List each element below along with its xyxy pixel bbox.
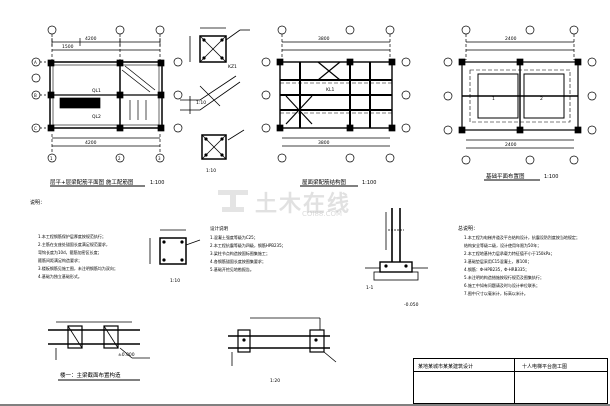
axis-c-label: C (34, 126, 37, 131)
title-block-right-text: 十人电梯平台施工图 (522, 364, 568, 370)
bottom-left-elev: ±0.000 (118, 352, 135, 358)
plan-b-dim-bottom: 3800 (318, 140, 330, 146)
title-block-row-line (414, 371, 607, 372)
plan-a-title: 层平+层梁配筋平面图 施工配筋图 (50, 178, 134, 186)
plan-a-beam-ql1: QL1 (92, 88, 101, 94)
plan-b-scale: 1:100 (362, 180, 376, 186)
notes-title: 说明： (30, 199, 45, 206)
notes-block: 说明： 1.本工程钢筋保护层厚度按规范执行； 2.主筋在支座处锚固长度满足规范要… (30, 199, 118, 279)
foundation-section-title: 1-1 (366, 285, 373, 291)
right-notes-line-2: 结构安全等级二级，设计使用年限为50年； (464, 242, 541, 248)
plan-b-roof-framing (261, 25, 411, 163)
plan-b-title: 屋面梁配筋结构图 (302, 178, 347, 186)
detail-scale-2: 1:10 (206, 168, 216, 174)
watermark-brand: 土木在线 (255, 192, 352, 217)
plan-a-dim-bottom: 4200 (85, 140, 97, 146)
notes-line-2: 2.主筋在支座处锚固长度满足规范要求， (38, 241, 110, 247)
detail-scale-1: 1:10 (196, 100, 206, 106)
plan-a-scale: 1:100 (150, 180, 164, 186)
right-notes-line-7: 6.施工中如有问题请及时与设计单位联系； (464, 282, 540, 288)
notes-line-4: 箍筋间距满足构造要求； (38, 257, 82, 263)
beam-section-bottom-left (48, 321, 150, 360)
right-notes-line-6: 5.未注明的构造措施按现行规范及图集执行； (464, 274, 544, 280)
detail-labels: 1:10 1:10 KZ1 (196, 64, 237, 174)
axis-b-label: B (34, 93, 37, 98)
notes-line-6: 4.基础为独立基础形式。 (38, 273, 82, 279)
plan-a-floor-plan (31, 25, 183, 163)
design-notes-line-3: 3.梁柱节点构造按国标图集施工； (210, 250, 270, 256)
plan-b-beam-kl1: KL1 (326, 87, 334, 93)
right-notes-line-3: 2.本工程地基持力层承载力特征值不小于150kPa； (464, 250, 554, 256)
bottom-center-scale: 1:20 (270, 378, 280, 384)
right-notes-line-8: 7.图中尺寸以毫米计，标高以米计。 (464, 290, 528, 296)
plan-a-dim-1500: 1500 (62, 44, 74, 50)
notes-line-3: 弯钩长度为10d，箍筋加密区长度； (38, 249, 102, 255)
plan-c-axis-2: 2 (540, 96, 543, 102)
design-notes-line-4: 4.各钢筋锚固长度按图集要求； (210, 258, 266, 264)
plan-c-dim-bottom: 2400 (505, 142, 517, 148)
notes-line-1: 1.本工程钢筋保护层厚度按规范执行； (38, 233, 106, 239)
plan-a-dim-top: 4200 (85, 36, 97, 42)
axis-2-label: 2 (118, 156, 121, 161)
plan-c-labels: 2400 2400 1 2 基础平面布置图 1:100 (486, 36, 558, 180)
title-block: 某地某城市某某建筑设计 十人电梯平台施工图 (413, 358, 608, 404)
beam-detail-diag (180, 75, 245, 160)
design-notes-line-5: 5.基础开挖见地勘报告。 (210, 266, 254, 272)
beam-section-bottom-center (228, 317, 337, 366)
axis-a-label: A (34, 60, 37, 65)
plan-c-axis-1: 1 (492, 96, 495, 102)
plan-c-dim-top: 2400 (505, 36, 517, 42)
column-section-mid-labels: 1:10 (170, 278, 180, 284)
watermark-logo-icon (218, 190, 248, 212)
detail-column-label: KZ1 (228, 64, 237, 70)
plan-b-labels: 3800 3800 KL1 屋面梁配筋结构图 1:100 (302, 36, 376, 186)
column-section-mid-scale: 1:10 (170, 278, 180, 284)
plan-c-title: 基础平面布置图 (486, 172, 525, 180)
notes-line-5: 3.楼板钢筋见施工图，未注明钢筋均为双向； (38, 265, 118, 271)
foundation-section-labels: 1-1 -0.050 (366, 285, 419, 308)
plan-b-dim-top: 3800 (318, 36, 330, 42)
column-detail-top (189, 27, 250, 63)
foundation-section-detail (365, 208, 428, 281)
axis-1-label: 1 (50, 156, 53, 161)
plan-a-labels: 4200 1500 QL1 QL2 4200 A B C 1 2 3 层平+层梁… (34, 36, 164, 186)
beam-section-bottom-center-labels: 1:20 (270, 378, 280, 384)
design-notes-line-1: 1.混凝土强度等级为C25； (210, 234, 258, 240)
axis-3-label: 3 (158, 156, 161, 161)
column-section-mid (149, 229, 201, 265)
plan-a-beam-ql2: QL2 (92, 114, 101, 120)
watermark-domain: COI88.COM (302, 210, 343, 218)
foundation-section-elev: -0.050 (404, 302, 419, 308)
right-notes-line-4: 3.基础垫层采用C15混凝土，厚100； (464, 258, 531, 264)
title-block-left-text: 某地某城市某某建筑设计 (418, 364, 474, 370)
right-notes-block: 总说明： 1.本工程为电梯井道及平台结构设计，抗震设防烈度按当地规定； 结构安全… (458, 225, 580, 296)
plan-c-scale: 1:100 (544, 174, 558, 180)
design-notes-line-2: 2.本工程抗震等级为四级，钢筋HPB235； (210, 242, 286, 248)
beam-section-bottom-left-labels: ±0.000 楼一：主梁截面布置构造 (60, 352, 135, 379)
right-notes-title: 总说明： (458, 225, 478, 232)
right-notes-line-1: 1.本工程为电梯井道及平台结构设计，抗震设防烈度按当地规定； (464, 234, 580, 240)
design-notes-title: 设计说明 (210, 225, 228, 232)
right-notes-line-5: 4.钢筋：Φ-HPB235，Φ-HRB335； (464, 266, 529, 272)
design-notes-block: 设计说明 1.混凝土强度等级为C25； 2.本工程抗震等级为四级，钢筋HPB23… (210, 225, 286, 272)
plan-c-foundation (443, 25, 597, 165)
section-title: 楼一：主梁截面布置构造 (60, 371, 121, 379)
title-block-col-line (514, 359, 515, 403)
